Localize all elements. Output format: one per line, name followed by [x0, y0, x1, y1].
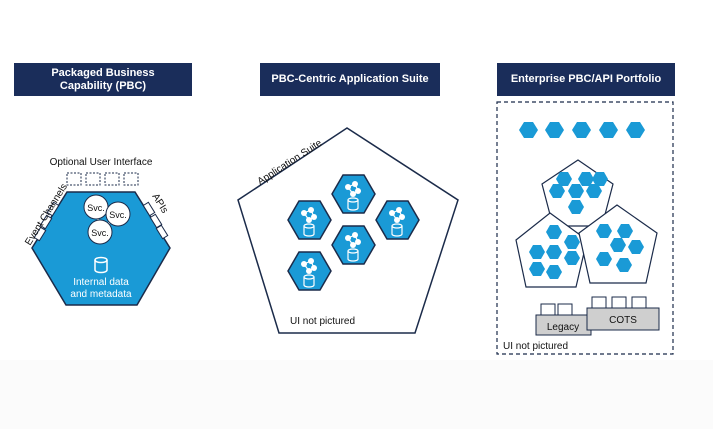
header-application-suite: PBC-Centric Application Suite	[260, 63, 440, 96]
api-port-1	[142, 201, 156, 217]
pbc-diagram: Optional User Interface Event Channels A…	[23, 157, 171, 306]
portfolio-suite-left	[515, 212, 588, 288]
optional-ui-placeholders	[66, 172, 139, 186]
header-pbc: Packaged Business Capability (PBC)	[14, 63, 192, 96]
api-ports	[142, 201, 169, 240]
portfolio-ui-note: UI not pictured	[503, 341, 568, 352]
cots-system: COTS	[586, 296, 660, 331]
database-icon	[94, 256, 108, 274]
cots-box	[586, 307, 660, 331]
service-label-3: Svc.	[91, 228, 109, 238]
ui-slot-1	[66, 172, 82, 186]
application-suite-diagram: Application Suite UI not pictured	[237, 127, 459, 334]
portfolio-boundary	[496, 101, 674, 355]
enterprise-portfolio-diagram: Legacy COTS UI not pictured	[496, 101, 674, 355]
data-label-line-2: and metadata	[70, 289, 132, 300]
suite-pbc-3	[375, 200, 420, 240]
pbc-hexagon	[31, 191, 171, 306]
ui-slot-2	[85, 172, 101, 186]
header-pbc-line-1: Packaged Business	[51, 66, 155, 79]
suite-pbc-1	[287, 200, 332, 240]
service-node-2	[105, 201, 131, 227]
service-cluster: Svc. Svc. Svc.	[83, 194, 131, 245]
header-enterprise-portfolio: Enterprise PBC/API Portfolio	[497, 63, 675, 96]
ui-slot-3	[104, 172, 120, 186]
portfolio-api-row	[519, 122, 645, 138]
ui-slot-4	[123, 172, 139, 186]
service-node-3	[87, 219, 113, 245]
api-port-3	[155, 224, 169, 240]
event-channel-ports	[33, 201, 60, 242]
cots-label: COTS	[609, 315, 637, 326]
portfolio-suite-top	[541, 159, 614, 227]
suite-pbc-2	[331, 174, 376, 214]
legacy-label: Legacy	[547, 322, 579, 333]
legacy-system: Legacy	[535, 303, 592, 336]
suite-ui-note: UI not pictured	[290, 316, 355, 327]
event-port-2	[39, 214, 53, 230]
event-port-3	[33, 226, 47, 242]
optional-ui-label: Optional User Interface	[50, 157, 153, 168]
suite-pbc-5	[287, 251, 332, 291]
bottom-band	[0, 360, 713, 429]
portfolio-suite-right	[578, 204, 658, 284]
service-label-2: Svc.	[109, 210, 127, 220]
api-port-2	[149, 213, 163, 229]
event-port-1	[46, 201, 60, 217]
header-pbc-line-2: Capability (PBC)	[59, 79, 147, 92]
suite-pbc-4	[331, 225, 376, 265]
service-label-1: Svc.	[87, 203, 105, 213]
data-label-line-1: Internal data	[73, 277, 129, 288]
